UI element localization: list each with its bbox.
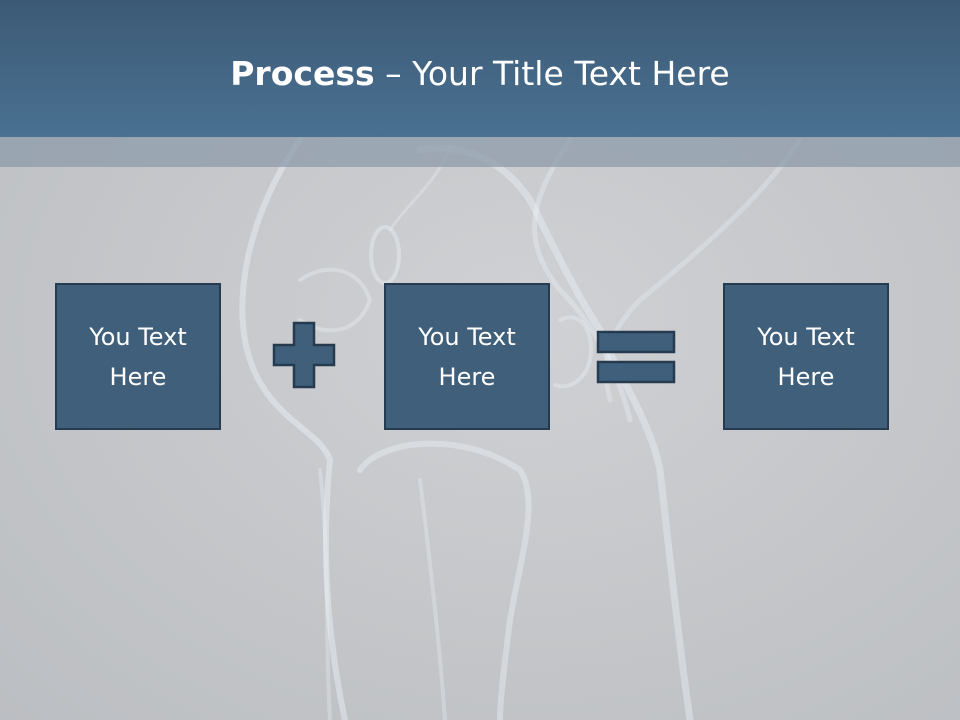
text-box-2[interactable]: You Text Here — [384, 283, 550, 430]
slide-title[interactable]: Process – Your Title Text Here — [0, 52, 960, 96]
text-box-2-label: You Text Here — [418, 322, 516, 391]
text-box-3[interactable]: You Text Here — [723, 283, 889, 430]
title-bar — [0, 0, 960, 137]
title-bold: Process — [230, 54, 375, 93]
title-bar-band — [0, 137, 960, 167]
text-box-1[interactable]: You Text Here — [55, 283, 221, 430]
text-box-3-label: You Text Here — [757, 322, 855, 391]
text-box-1-label: You Text Here — [89, 322, 187, 391]
title-rest: – Your Title Text Here — [374, 54, 730, 93]
equals-icon — [596, 330, 676, 384]
plus-icon — [272, 321, 336, 389]
